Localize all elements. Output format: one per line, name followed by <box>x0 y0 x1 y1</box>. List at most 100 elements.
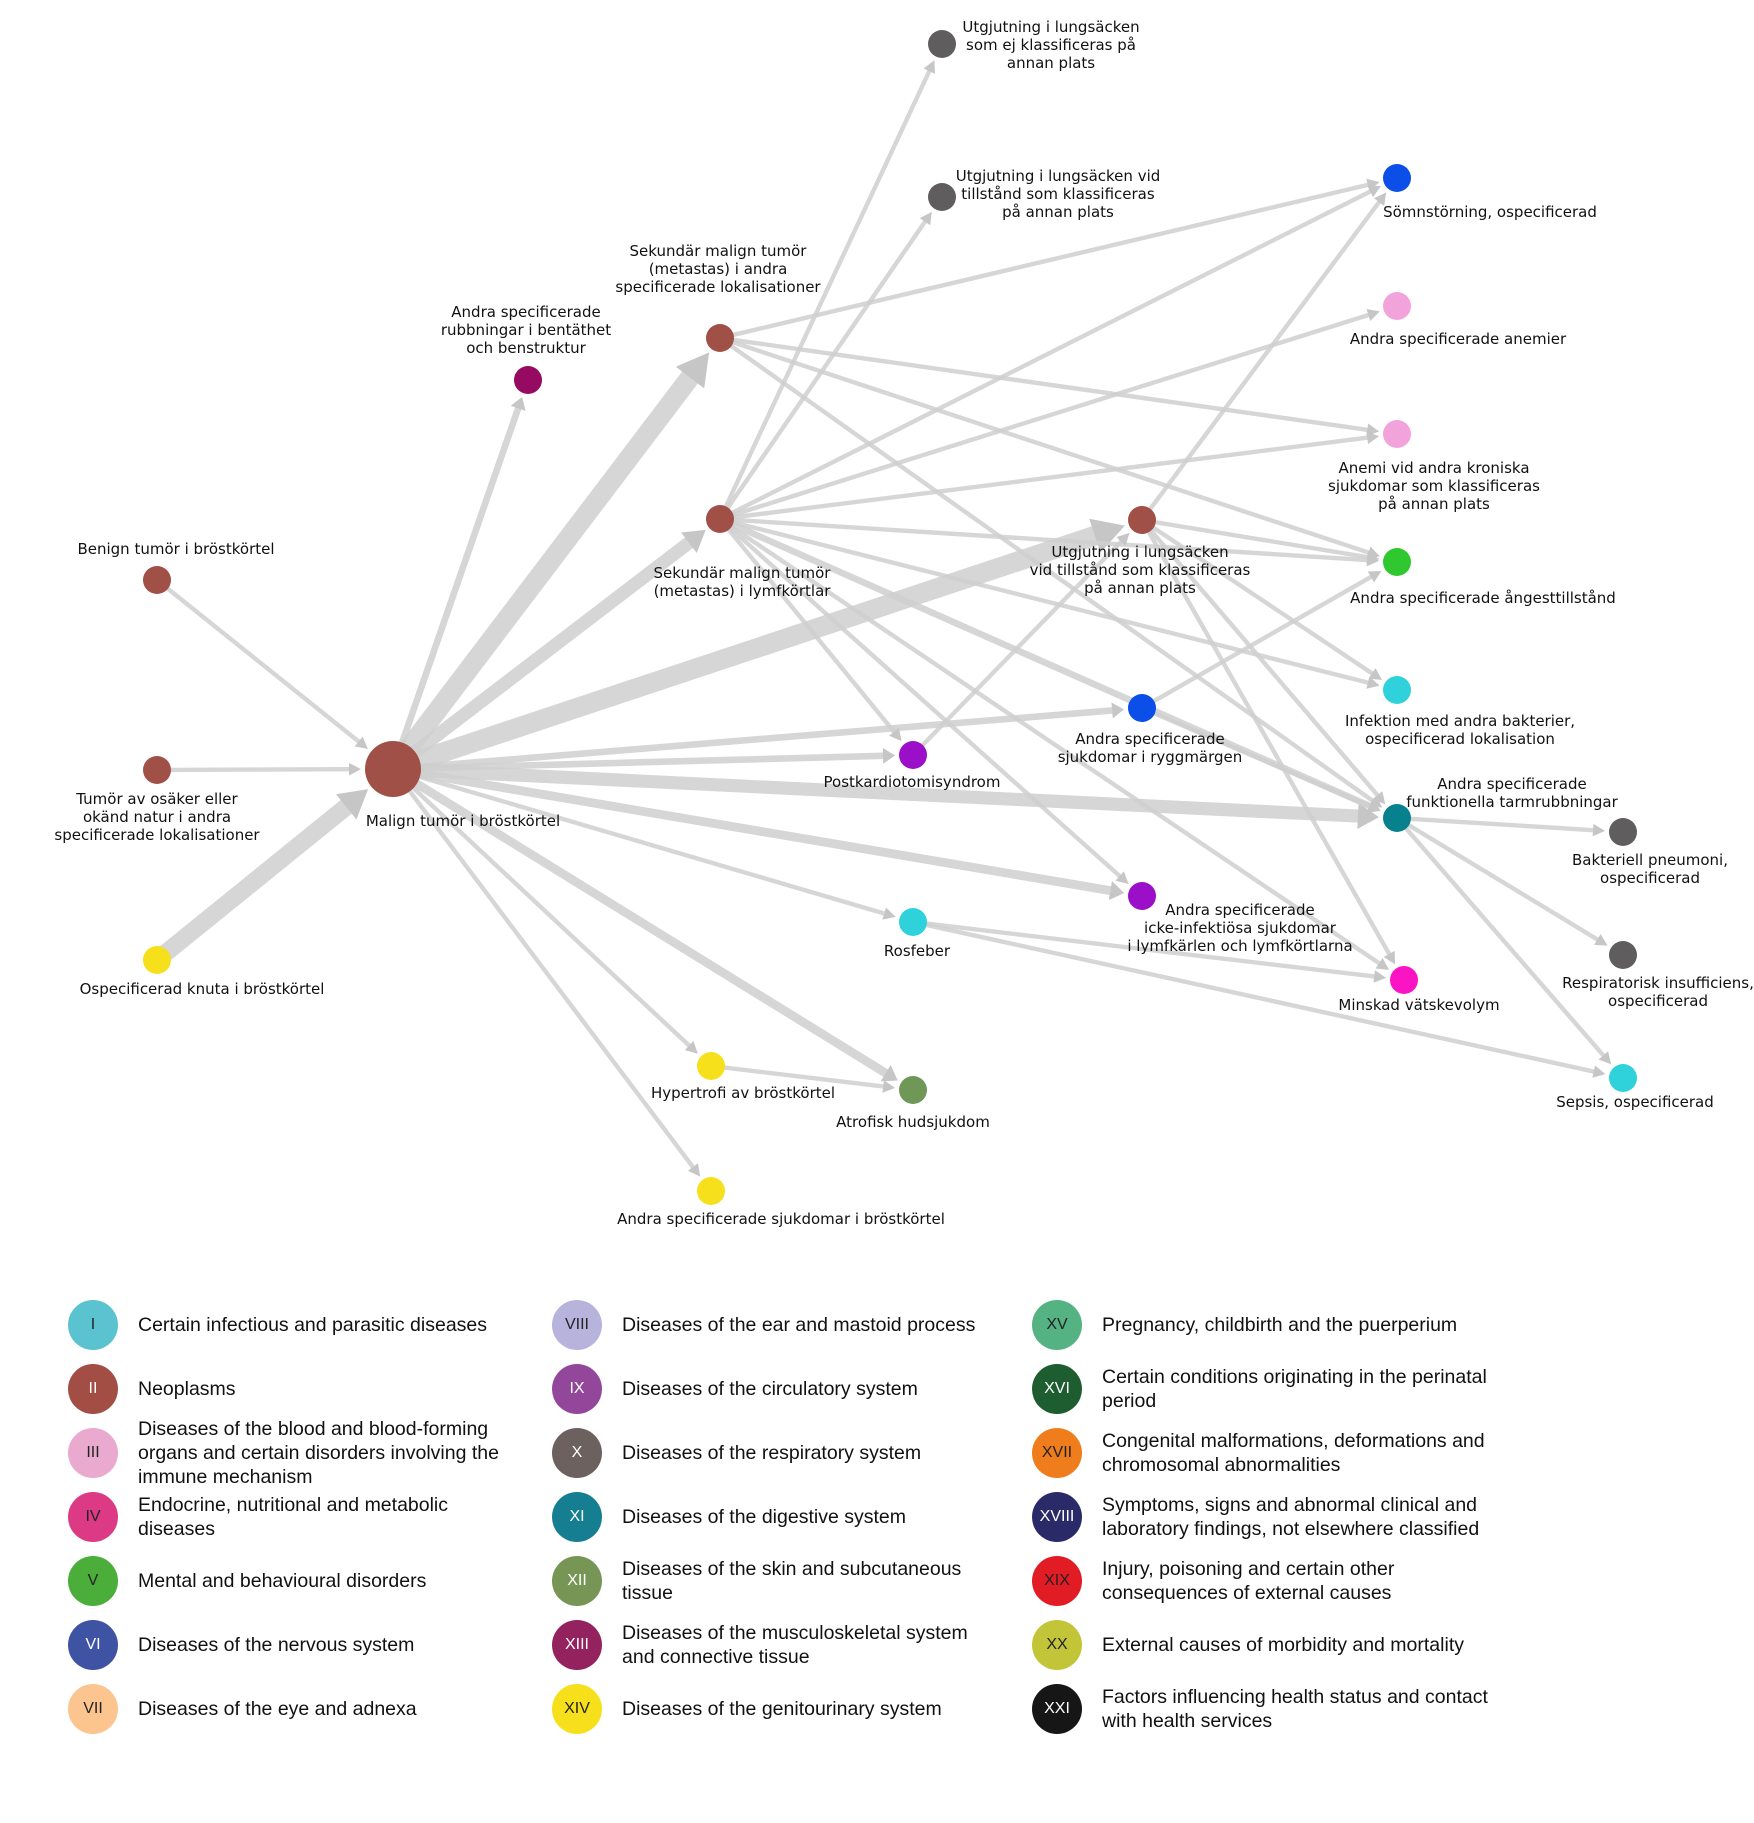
node-anemier[interactable] <box>1383 292 1411 320</box>
node-somn[interactable] <box>1383 164 1411 192</box>
edge-hypertrofi-to-atrofisk <box>717 1064 886 1089</box>
edge-arrowhead-sek_lymf-to-minskad <box>1375 958 1390 970</box>
edge-sek_lymf-to-utg_ej <box>721 68 932 514</box>
edge-osaker-to-malign <box>163 766 352 773</box>
edge-malign-to-hypertrofi <box>403 778 692 1048</box>
edge-malign-to-bentathet <box>395 405 522 757</box>
node-label-sek_lymf: Sekundär malign tumör(metastas) i lymfkö… <box>654 564 832 600</box>
edge-tarm-to-sepsis <box>1400 822 1606 1058</box>
edge-arrowhead-malign-to-atrofisk <box>880 1064 898 1082</box>
edge-arrowhead-knuta-to-malign <box>336 789 369 820</box>
node-label-angest: Andra specificerade ångesttillstånd <box>1350 589 1616 607</box>
node-respiratorisk[interactable] <box>1609 941 1637 969</box>
node-ryggmargen[interactable] <box>1128 694 1156 722</box>
node-sek_andra[interactable] <box>706 324 734 352</box>
node-label-hypertrofi: Hypertrofi av bröstkörtel <box>651 1084 835 1102</box>
edge-arrowhead-sek_lymf-to-anemier <box>1366 308 1380 322</box>
edge-malign-to-tarm <box>403 763 1365 823</box>
node-andra_brost[interactable] <box>697 1177 725 1205</box>
edge-sek_lymf-to-lymfkarlen <box>724 522 1122 879</box>
edge-arrowhead-benign-to-malign <box>354 736 369 749</box>
node-lymfkarlen[interactable] <box>1128 882 1156 910</box>
node-knuta[interactable] <box>143 946 171 974</box>
node-minskad[interactable] <box>1390 966 1418 994</box>
edges-layer <box>154 60 1612 1177</box>
edge-malign-to-atrofisk <box>402 773 891 1078</box>
edge-malign-to-andra_brost <box>400 780 696 1170</box>
edge-knuta-to-malign <box>154 798 356 964</box>
node-malign[interactable] <box>365 741 421 797</box>
node-label-andra_brost: Andra specificerade sjukdomar i bröstkör… <box>617 1210 945 1228</box>
edge-utg_mid-to-tarm <box>1145 524 1380 798</box>
node-utg_ej[interactable] <box>928 30 956 58</box>
node-label-minskad: Minskad vätskevolym <box>1338 996 1499 1014</box>
edge-arrowhead-tarm-to-respiratorisk <box>1594 934 1608 946</box>
edge-arrowhead-osaker-to-malign <box>348 762 362 776</box>
edge-rosfeber-to-minskad <box>919 920 1377 979</box>
edge-arrowhead-sek_lymf-to-infektion <box>1366 676 1380 689</box>
edge-utg_mid-to-minskad <box>1143 525 1392 957</box>
node-osaker[interactable] <box>143 756 171 784</box>
edge-malign-to-sek_andra <box>393 367 700 766</box>
node-utg_mid[interactable] <box>1128 506 1156 534</box>
node-bentathet[interactable] <box>514 366 542 394</box>
edge-malign-to-ryggmargen <box>406 707 1116 771</box>
edge-tarm-to-bakteriell <box>1403 816 1596 833</box>
edge-arrowhead-malign-to-ryggmargen <box>1111 702 1125 719</box>
node-benign[interactable] <box>143 566 171 594</box>
edge-arrowhead-tarm-to-sepsis <box>1598 1051 1612 1065</box>
node-label-respiratorisk: Respiratorisk insufficiens,ospecificerad <box>1562 974 1754 1010</box>
node-sepsis[interactable] <box>1609 1064 1637 1092</box>
node-infektion[interactable] <box>1383 676 1411 704</box>
edge-sek_lymf-to-anemier <box>725 312 1371 519</box>
node-label-bakteriell: Bakteriell pneumoni,ospecificerad <box>1572 851 1728 887</box>
edge-malign-to-sek_lymf <box>399 536 696 766</box>
node-label-infektion: Infektion med andra bakterier,ospecifice… <box>1345 712 1575 748</box>
node-atrofisk[interactable] <box>899 1076 927 1104</box>
edge-arrowhead-sek_lymf-to-somn <box>1367 185 1381 198</box>
node-postkard[interactable] <box>899 741 927 769</box>
node-angest[interactable] <box>1383 548 1411 576</box>
edge-arrowhead-malign-to-tarm <box>1357 803 1380 829</box>
node-utg_vid[interactable] <box>928 183 956 211</box>
edge-ryggmargen-to-tarm <box>1147 709 1372 809</box>
edge-arrowhead-sek_lymf-to-anemi_kron <box>1366 431 1380 444</box>
edge-arrowhead-ryggmargen-to-tarm <box>1366 800 1381 812</box>
edge-arrowhead-ryggmargen-to-angest <box>1367 570 1382 583</box>
edge-arrowhead-hypertrofi-to-atrofisk <box>882 1080 896 1093</box>
edge-arrowhead-sek_lymf-to-utg_ej <box>923 60 936 74</box>
edge-rosfeber-to-sepsis <box>919 921 1596 1074</box>
edge-arrowhead-malign-to-lymfkarlen <box>1108 881 1125 901</box>
node-sek_lymf[interactable] <box>706 505 734 533</box>
edge-utg_mid-to-angest <box>1148 519 1370 560</box>
edge-sek_lymf-to-somn <box>725 189 1373 518</box>
edge-arrowhead-utg_mid-to-minskad <box>1383 950 1396 965</box>
node-label-anemier: Andra specificerade anemier <box>1350 330 1567 348</box>
edge-arrowhead-malign-to-andra_brost <box>687 1163 701 1177</box>
edge-arrowhead-utg_mid-to-infektion <box>1368 668 1383 681</box>
node-rosfeber[interactable] <box>899 908 927 936</box>
node-tarm[interactable] <box>1383 804 1411 832</box>
edge-malign-to-lymfkarlen <box>405 767 1115 896</box>
edge-arrowhead-rosfeber-to-minskad <box>1373 970 1387 983</box>
node-label-knuta: Ospecificerad knuta i bröstkörtel <box>80 980 325 998</box>
edge-malign-to-rosfeber <box>406 771 887 916</box>
edge-arrowhead-malign-to-bentathet <box>510 397 526 411</box>
node-label-sepsis: Sepsis, ospecificerad <box>1556 1093 1714 1111</box>
node-hypertrofi[interactable] <box>697 1052 725 1080</box>
edge-arrowhead-tarm-to-bakteriell <box>1592 823 1606 837</box>
node-bakteriell[interactable] <box>1609 818 1637 846</box>
edge-arrowhead-utg_mid-to-tarm <box>1372 791 1386 805</box>
edge-sek_lymf-to-anemi_kron <box>726 435 1370 521</box>
edge-utg_mid-to-somn <box>1144 199 1382 516</box>
node-anemi_kron[interactable] <box>1383 420 1411 448</box>
